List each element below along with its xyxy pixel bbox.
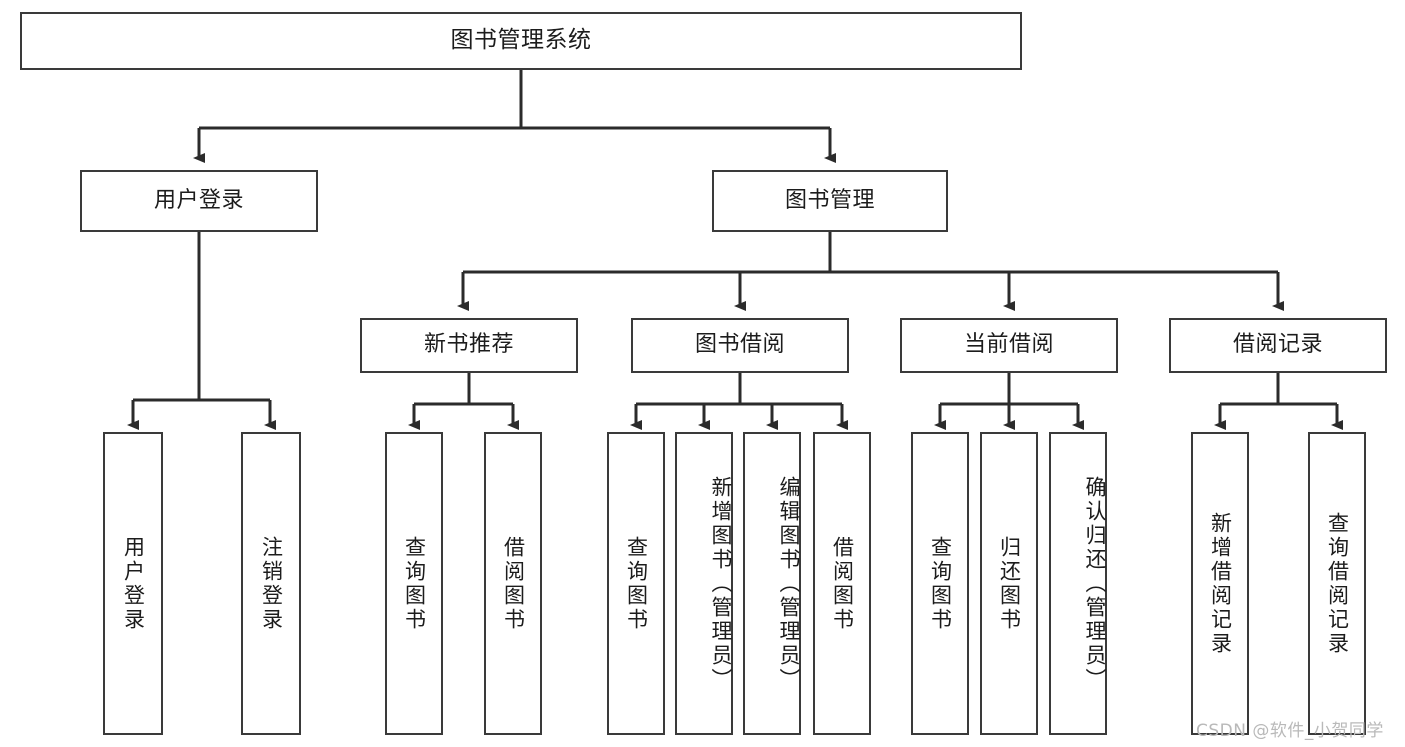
leaf-logout-login[interactable]: 注销登录 bbox=[241, 432, 301, 735]
leaf-add-record[interactable]: 新增借阅记录 bbox=[1191, 432, 1249, 735]
leaf-borrow-book-2[interactable]: 借阅图书 bbox=[813, 432, 871, 735]
leaf-query-book-3[interactable]: 查询图书 bbox=[911, 432, 969, 735]
leaf-add-book[interactable]: 新增图书（管理员） bbox=[675, 432, 733, 735]
node-book-management[interactable]: 图书管理 bbox=[712, 170, 948, 232]
leaf-confirm-return[interactable]: 确认归还（管理员） bbox=[1049, 432, 1107, 735]
leaf-edit-book[interactable]: 编辑图书（管理员） bbox=[743, 432, 801, 735]
watermark-credit: CSDN @软件_小贺同学 bbox=[1196, 721, 1384, 741]
leaf-query-book-1[interactable]: 查询图书 bbox=[385, 432, 443, 735]
node-current-borrow[interactable]: 当前借阅 bbox=[900, 318, 1118, 373]
leaf-query-record[interactable]: 查询借阅记录 bbox=[1308, 432, 1366, 735]
leaf-borrow-book-1[interactable]: 借阅图书 bbox=[484, 432, 542, 735]
node-user-login[interactable]: 用户登录 bbox=[80, 170, 318, 232]
node-book-borrow[interactable]: 图书借阅 bbox=[631, 318, 849, 373]
node-root-system[interactable]: 图书管理系统 bbox=[20, 12, 1022, 70]
leaf-return-book[interactable]: 归还图书 bbox=[980, 432, 1038, 735]
leaf-query-book-2[interactable]: 查询图书 bbox=[607, 432, 665, 735]
node-borrow-record[interactable]: 借阅记录 bbox=[1169, 318, 1387, 373]
leaf-user-login[interactable]: 用户登录 bbox=[103, 432, 163, 735]
node-new-book-recommend[interactable]: 新书推荐 bbox=[360, 318, 578, 373]
